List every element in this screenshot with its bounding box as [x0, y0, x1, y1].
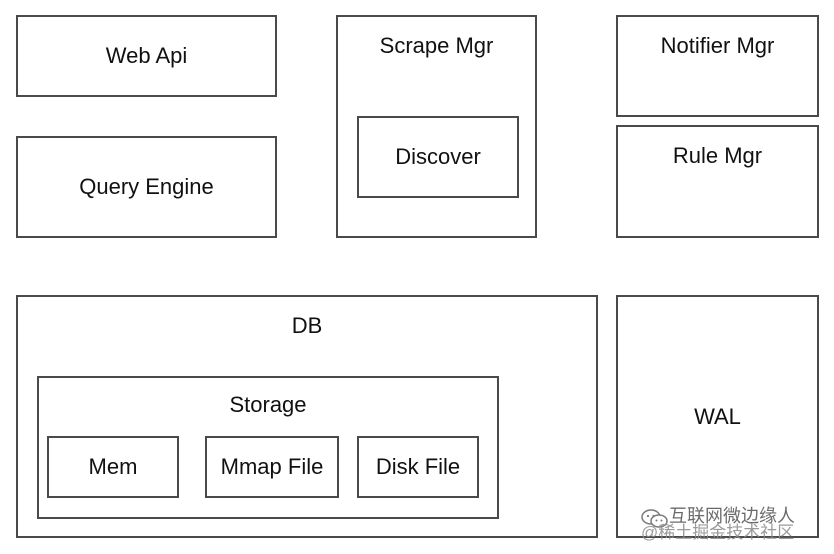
db-label: DB [291, 313, 323, 338]
web-api-box: Web Api [16, 15, 277, 97]
rule-mgr-box: Rule Mgr [616, 125, 819, 238]
discover-label: Discover [395, 144, 481, 169]
query-engine-box: Query Engine [16, 136, 277, 238]
mem-label: Mem [88, 454, 138, 479]
mem-box: Mem [47, 436, 179, 498]
discover-box: Discover [357, 116, 519, 198]
notifier-mgr-label: Notifier Mgr [660, 33, 775, 58]
scrape-mgr-box: Scrape Mgr Discover [336, 15, 537, 238]
scrape-mgr-label: Scrape Mgr [379, 33, 494, 58]
query-engine-label: Query Engine [79, 174, 214, 199]
mmap-file-box: Mmap File [205, 436, 339, 498]
wal-label: WAL [694, 403, 741, 429]
disk-file-box: Disk File [357, 436, 479, 498]
storage-label: Storage [229, 392, 307, 417]
web-api-label: Web Api [105, 43, 188, 68]
rule-mgr-label: Rule Mgr [672, 143, 763, 168]
disk-file-label: Disk File [375, 454, 461, 479]
wal-box: WAL [616, 295, 819, 538]
db-box: DB Storage Mem Mmap File Disk File [16, 295, 598, 538]
storage-box: Storage Mem Mmap File Disk File [37, 376, 499, 519]
mmap-file-label: Mmap File [220, 454, 324, 479]
notifier-mgr-box: Notifier Mgr [616, 15, 819, 117]
